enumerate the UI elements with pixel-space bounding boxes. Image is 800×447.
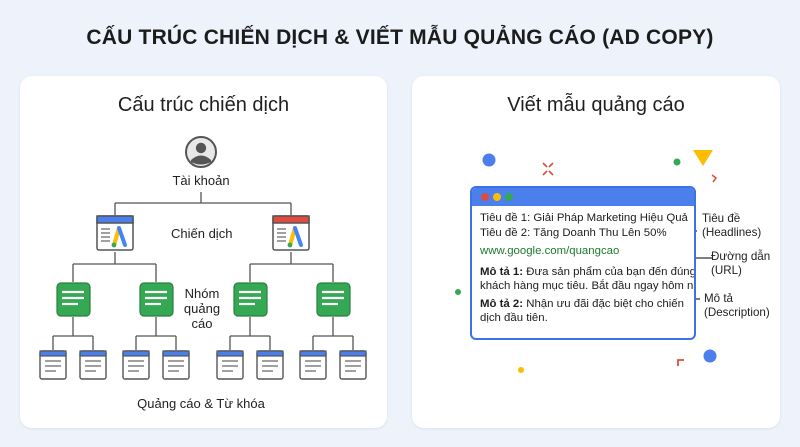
blue-dot-icon <box>703 349 717 363</box>
minimize-dot-icon <box>493 193 501 201</box>
description-2-label: Mô tả 2: <box>480 297 524 310</box>
campaign-1-icon <box>96 215 134 251</box>
description-1-text: Đưa sản phẩm của bạn đến đúng <box>526 265 696 278</box>
campaign-label: Chiến dịch <box>171 226 233 241</box>
url-label-line1: Đường dẫn <box>711 250 771 263</box>
ad-keyword-icon <box>162 350 190 380</box>
ad-keyword-icon <box>299 350 327 380</box>
ad-group-label-line2: quảng cáo <box>183 301 221 331</box>
maximize-dot-icon <box>505 193 513 201</box>
headlines-label-line2: (Headlines) <box>702 226 762 239</box>
ad-keyword-icon <box>122 350 150 380</box>
yellow-triangle-icon <box>693 150 713 166</box>
green-dot-icon <box>673 158 681 166</box>
ad-group-label-line1: Nhóm <box>184 286 220 301</box>
url-label: Đường dẫn (URL) <box>711 250 770 278</box>
ad-keyword-icon <box>256 350 284 380</box>
description-1-text-cont: khách hàng mục tiêu. Bắt đầu ngay hôm na… <box>480 280 696 292</box>
ad-copy-title: Viết mẫu quảng cáo <box>507 94 685 116</box>
account-avatar-icon <box>185 136 217 168</box>
blue-dot-icon <box>482 153 496 167</box>
ad-group-icon <box>233 282 268 317</box>
description-label-line1: Mô tả <box>704 292 733 305</box>
red-chevron-icon <box>711 174 718 183</box>
ad-keyword-icon <box>79 350 107 380</box>
google-ads-logo-icon <box>287 226 303 248</box>
headline-2: Tiêu đề 2: Tăng Doanh Thu Lên 50% <box>480 226 667 239</box>
ad-preview-window: Tiêu đề 1: Giải Pháp Marketing Hiệu Quả … <box>470 186 696 340</box>
main-title: CẤU TRÚC CHIẾN DỊCH & VIẾT MẪU QUẢNG CÁO… <box>86 26 714 49</box>
description-1: Mô tả 1: Đưa sản phẩm của bạn đến đúng k… <box>480 265 696 294</box>
close-dot-icon <box>481 193 489 201</box>
ad-group-label: Nhóm quảng cáo <box>176 286 228 331</box>
description-label-line2: (Description) <box>704 306 770 319</box>
ads-keywords-label: Quảng cáo & Từ khóa <box>137 396 265 411</box>
ad-group-icon <box>139 282 174 317</box>
campaign-structure-title: Cấu trúc chiến dịch <box>117 94 290 116</box>
description-2: Mô tả 2: Nhận ưu đãi đặc biệt cho chiến … <box>480 297 686 326</box>
ad-group-icon <box>316 282 351 317</box>
green-dot-icon <box>455 289 461 295</box>
ad-keyword-icon <box>216 350 244 380</box>
google-ads-logo-icon <box>111 226 127 248</box>
description-1-label: Mô tả 1: <box>480 265 524 278</box>
headlines-label: Tiêu đề (Headlines) <box>702 212 761 240</box>
description-2-text: Nhận ưu đãi đặc biệt cho chiến <box>526 297 684 310</box>
ad-window-titlebar <box>472 188 694 206</box>
headline-1: Tiêu đề 1: Giải Pháp Marketing Hiệu Quả <box>480 212 688 224</box>
red-corner-icon <box>677 359 684 366</box>
ad-group-icon <box>56 282 91 317</box>
url-label-line2: (URL) <box>711 264 742 277</box>
description-label: Mô tả (Description) <box>704 292 770 320</box>
headlines-label-line1: Tiêu đề <box>702 212 741 225</box>
campaign-2-icon <box>272 215 310 251</box>
red-x-icon <box>542 162 554 176</box>
ad-url: www.google.com/quangcao <box>480 245 620 257</box>
account-label: Tài khoản <box>172 173 230 188</box>
description-2-text-cont: dịch đầu tiên. <box>480 312 548 324</box>
ad-icons <box>39 350 367 380</box>
yellow-dot-icon <box>518 367 524 373</box>
ad-keyword-icon <box>339 350 367 380</box>
ad-keyword-icon <box>39 350 67 380</box>
